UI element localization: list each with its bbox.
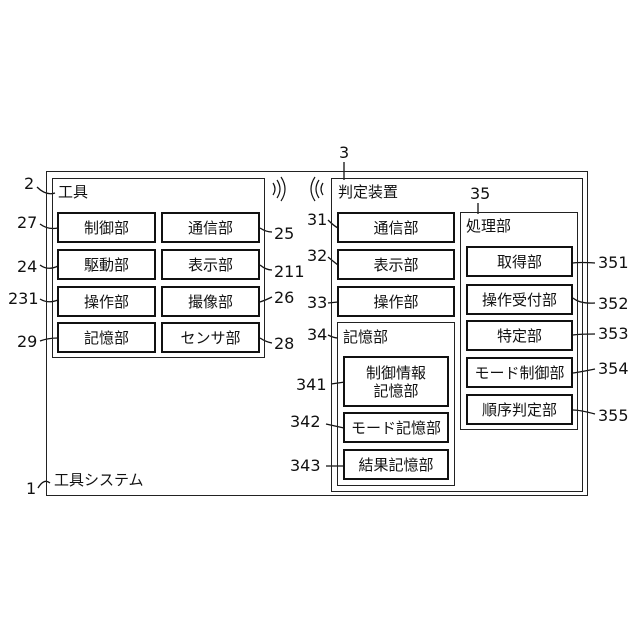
op-accept-block: 操作受付部 bbox=[466, 284, 573, 315]
ref-342: 342 bbox=[290, 414, 321, 430]
ref-28: 28 bbox=[274, 336, 294, 352]
ref-26: 26 bbox=[274, 290, 294, 306]
acquire-block: 取得部 bbox=[466, 246, 573, 277]
tool-memory-block: 記憶部 bbox=[57, 322, 156, 353]
control-info-memory-block: 制御情報 記憶部 bbox=[343, 356, 449, 407]
tool-operation-block: 操作部 bbox=[57, 286, 156, 317]
ref-31: 31 bbox=[307, 212, 327, 228]
order-judge-block: 順序判定部 bbox=[466, 394, 573, 425]
judge-device-label: 判定装置 bbox=[338, 185, 398, 200]
mode-control-block: モード制御部 bbox=[466, 357, 573, 388]
ref-231: 231 bbox=[8, 291, 39, 307]
ref-1: 1 bbox=[26, 481, 36, 497]
ref-32: 32 bbox=[307, 248, 327, 264]
ref-211: 211 bbox=[274, 264, 305, 280]
ref-29: 29 bbox=[17, 334, 37, 350]
tool-imaging-block: 撮像部 bbox=[161, 286, 260, 317]
judge-display-block: 表示部 bbox=[337, 249, 455, 280]
judge-operation-block: 操作部 bbox=[337, 286, 455, 317]
tool-comm-block: 通信部 bbox=[161, 212, 260, 243]
ref-351: 351 bbox=[598, 255, 629, 271]
tool-sensor-block: センサ部 bbox=[161, 322, 260, 353]
ref-3: 3 bbox=[339, 145, 349, 161]
tool-display-block: 表示部 bbox=[161, 249, 260, 280]
tool-system-label: 工具システム bbox=[54, 473, 144, 488]
tool-label: 工具 bbox=[58, 185, 88, 200]
judge-comm-block: 通信部 bbox=[337, 212, 455, 243]
ref-25: 25 bbox=[274, 226, 294, 242]
ref-352: 352 bbox=[598, 296, 629, 312]
processing-label: 処理部 bbox=[466, 219, 511, 234]
ref-354: 354 bbox=[598, 361, 629, 377]
tool-control-block: 制御部 bbox=[57, 212, 156, 243]
tool-drive-block: 駆動部 bbox=[57, 249, 156, 280]
memory-label: 記憶部 bbox=[343, 330, 388, 345]
ref-343: 343 bbox=[290, 458, 321, 474]
mode-memory-block: モード記憶部 bbox=[343, 412, 449, 443]
ref-33: 33 bbox=[307, 295, 327, 311]
result-memory-block: 結果記憶部 bbox=[343, 449, 449, 480]
ref-355: 355 bbox=[598, 408, 629, 424]
ref-34: 34 bbox=[307, 327, 327, 343]
ref-35: 35 bbox=[470, 186, 490, 202]
ref-24: 24 bbox=[17, 259, 37, 275]
ref-2: 2 bbox=[24, 176, 34, 192]
ref-341: 341 bbox=[296, 377, 327, 393]
identify-block: 特定部 bbox=[466, 320, 573, 351]
ref-353: 353 bbox=[598, 326, 629, 342]
ref-27: 27 bbox=[17, 215, 37, 231]
